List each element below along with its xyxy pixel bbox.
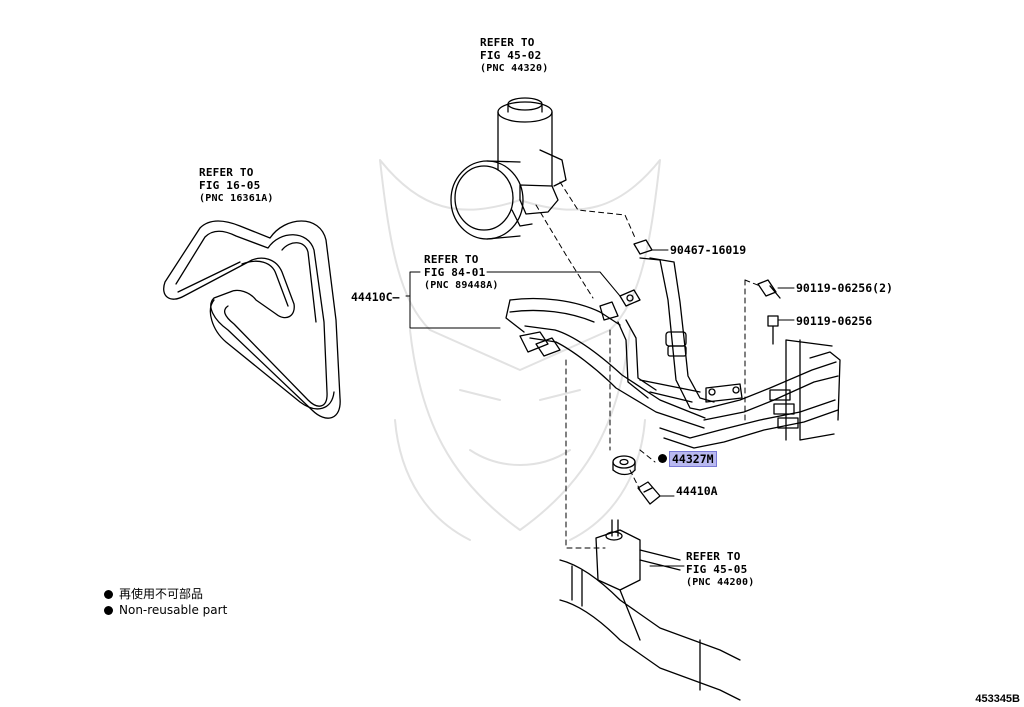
bolt-lower[interactable]	[767, 315, 779, 345]
union-bolt[interactable]	[637, 481, 661, 505]
union-fitting[interactable]	[619, 289, 641, 307]
hose-clip[interactable]	[633, 239, 653, 255]
ref-line: FIG 45-02	[480, 49, 542, 62]
steering-gear[interactable]	[559, 519, 741, 701]
ref-line: FIG 16-05	[199, 179, 261, 192]
highlighted-part[interactable]: 44327M	[669, 451, 717, 467]
part-number-bolt-a[interactable]: 90119-06256(2)	[796, 281, 893, 295]
drive-belt[interactable]	[163, 220, 341, 419]
ref-line: (PNC 44200)	[686, 577, 755, 588]
legend-dot-icon	[104, 590, 113, 599]
part-number-bolt-b[interactable]: 90119-06256	[796, 314, 873, 328]
ref-line: REFER TO	[686, 550, 741, 563]
ref-line: REFER TO	[480, 36, 535, 49]
ref-line: (PNC 16361A)	[199, 193, 274, 204]
label-leaders	[405, 249, 795, 567]
legend-jp: 再使用不可部品	[104, 585, 203, 602]
ref-label-cooler[interactable]: REFER TO FIG 84-01 (PNC 89448A)	[424, 253, 499, 292]
legend-text: 再使用不可部品	[119, 587, 204, 601]
power-steering-pump[interactable]	[450, 97, 567, 240]
part-number-text: 44410C	[351, 290, 393, 304]
legend-en: Non-reusable part	[104, 603, 227, 617]
legend-dot-icon	[104, 606, 113, 615]
ref-label-belt[interactable]: REFER TO FIG 16-05 (PNC 16361A)	[199, 166, 274, 205]
ref-line: (PNC 89448A)	[424, 280, 499, 291]
ref-line: REFER TO	[424, 253, 479, 266]
ref-line: FIG 45-05	[686, 563, 748, 576]
legend-text: Non-reusable part	[119, 603, 228, 617]
ref-line: (PNC 44320)	[480, 63, 549, 74]
pressure-hose-assembly[interactable]	[505, 257, 841, 449]
figure-id: 453345B	[975, 693, 1020, 705]
ref-label-gear[interactable]: REFER TO FIG 45-05 (PNC 44200)	[686, 550, 754, 589]
leader-lines	[535, 181, 761, 549]
part-number-gasket[interactable]: 44327M	[658, 451, 717, 467]
part-number-hose-assy[interactable]: 44410C–	[351, 290, 400, 304]
ref-line: FIG 84-01	[424, 266, 486, 279]
gasket[interactable]	[612, 455, 636, 476]
non-reusable-marker	[658, 454, 667, 463]
bolt-top[interactable]	[757, 279, 781, 299]
ref-label-pump[interactable]: REFER TO FIG 45-02 (PNC 44320)	[480, 36, 548, 75]
part-number-clip[interactable]: 90467-16019	[670, 243, 747, 257]
ref-line: REFER TO	[199, 166, 254, 179]
part-number-union-bolt[interactable]: 44410A	[676, 484, 718, 498]
